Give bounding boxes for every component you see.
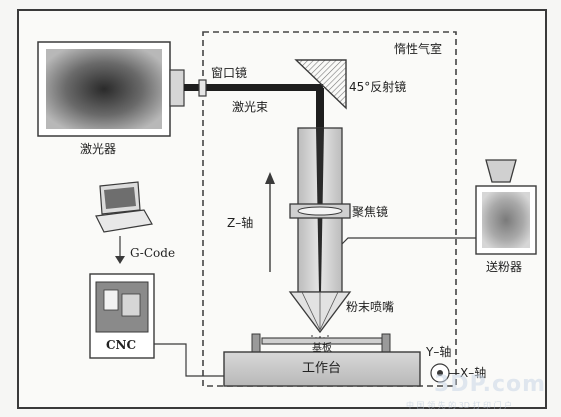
nozzle-line-1 (301, 291, 321, 331)
focusing-lens (297, 206, 343, 216)
powder-feeder-core (482, 192, 530, 248)
label-window-mirror: 窗口镜 (211, 66, 248, 80)
label-focusing-lens: 聚焦镜 (352, 205, 389, 219)
laser-core (46, 49, 162, 129)
cnc-screen (103, 289, 119, 311)
cnc-screen-2 (121, 293, 141, 317)
laser-port (169, 69, 185, 107)
clamp-left (251, 333, 261, 355)
label-inert-chamber: 惰性气室 (394, 42, 443, 56)
label-powder-feeder: 送粉器 (486, 260, 523, 274)
label-worktable: 工作台 (302, 361, 342, 376)
label-reflector-45: 45°反射镜 (349, 80, 407, 94)
label-gcode: G-Code (130, 246, 176, 260)
nozzle-line-2 (319, 291, 339, 331)
label-z-axis: Z–轴 (227, 216, 254, 230)
label-laser: 激光器 (80, 142, 117, 156)
y-axis-symbol-dot (437, 370, 443, 376)
reflector-prism (294, 59, 347, 110)
powder-feed-line (341, 237, 478, 245)
label-substrate: 基板 (312, 343, 332, 354)
label-y-axis: Y–轴 (426, 345, 452, 359)
clamp-right (381, 333, 391, 355)
gcode-arrow-head (115, 256, 125, 264)
label-laser-beam: 激光束 (232, 100, 269, 114)
laser-beam-horizontal (184, 84, 323, 91)
powder-feeder-hopper (485, 159, 517, 183)
label-x-axis: —X–轴 (448, 366, 487, 380)
laptop-icon (95, 181, 153, 233)
cnc-to-table-line (154, 343, 224, 377)
label-cnc: CNC (106, 338, 137, 352)
worktable (223, 351, 421, 387)
label-powder-nozzle: 粉末喷嘴 (346, 300, 395, 314)
z-axis-arrow-head (265, 172, 275, 184)
window-mirror (198, 79, 207, 97)
